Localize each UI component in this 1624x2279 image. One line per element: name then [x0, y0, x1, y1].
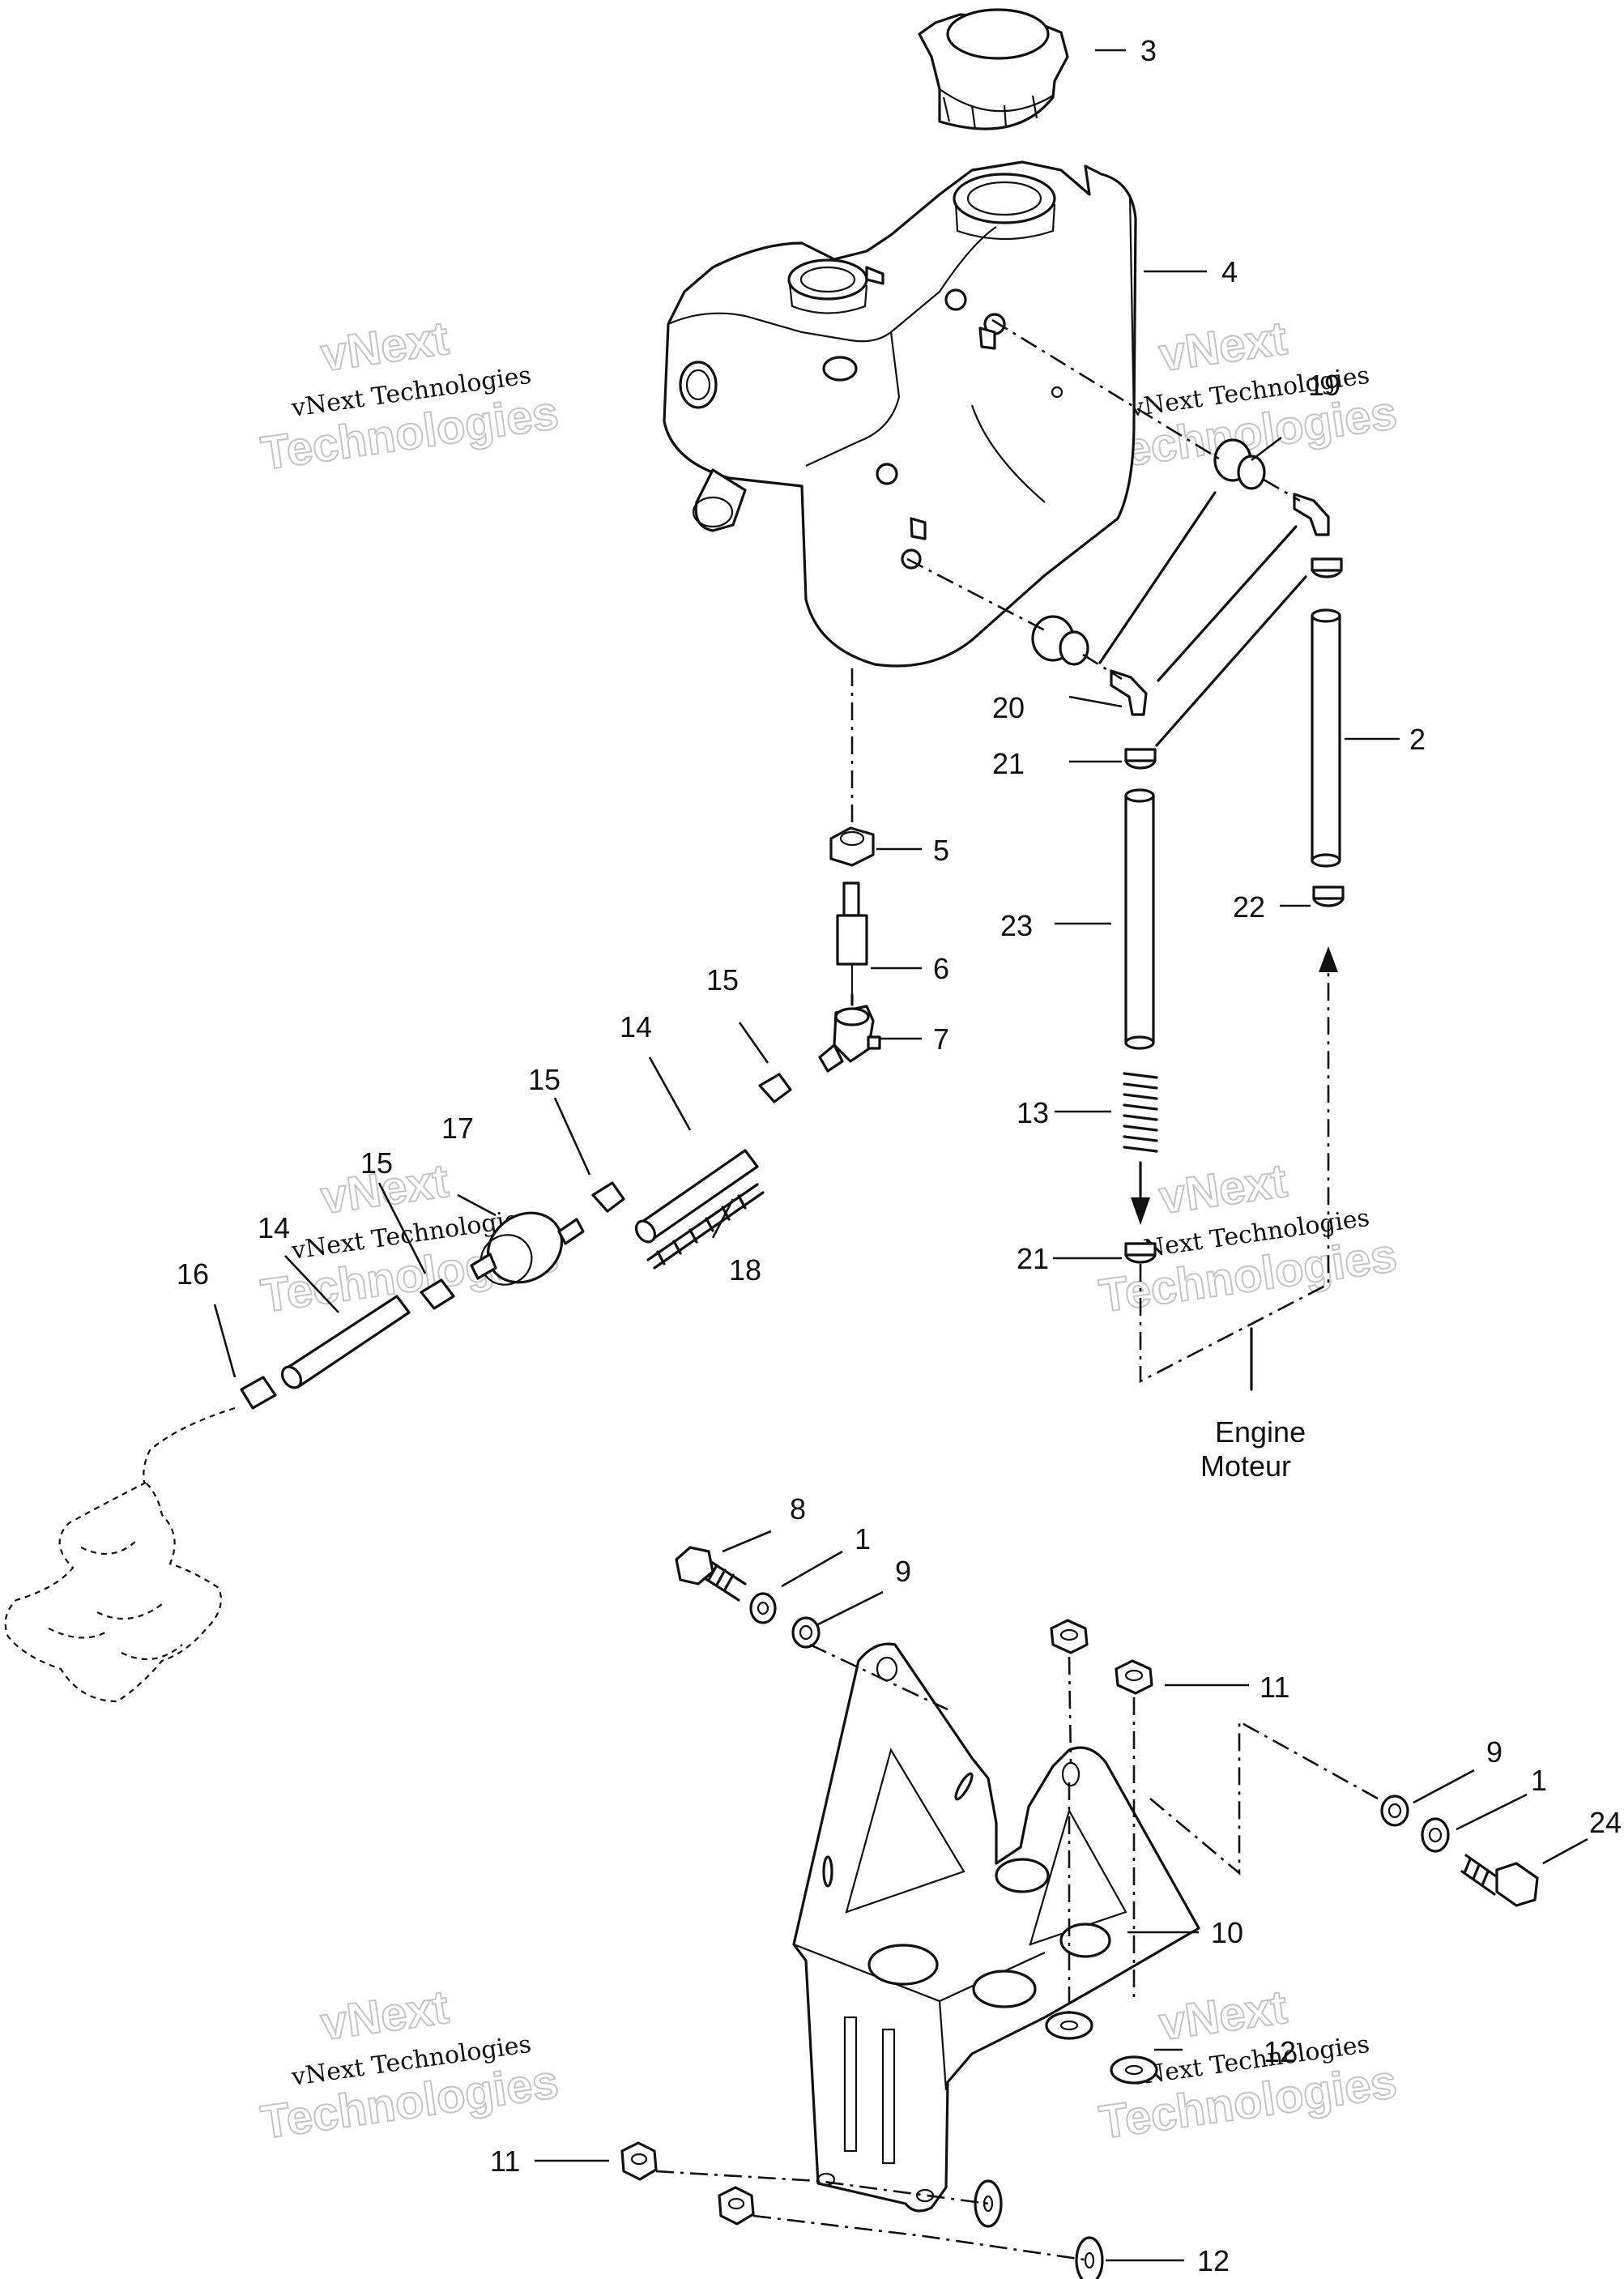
washer-9-right: [1380, 1795, 1409, 1827]
callout-11-bottom: 11: [490, 2145, 520, 2178]
nut-11-top-left: [1050, 1619, 1089, 1654]
washer-9-left: [791, 1616, 821, 1649]
hose-14-upper: [634, 1149, 759, 1244]
callout-16: 16: [177, 1257, 209, 1291]
callout-labels: 3 4 19 20 21 2 22 5 23 6 7 13 21 15 14 1…: [177, 34, 1622, 2277]
grommet-upper: [1213, 438, 1266, 490]
callout-15-right: 15: [706, 963, 739, 997]
callout-15-left: 15: [360, 1146, 393, 1180]
callout-6: 6: [933, 952, 949, 985]
callout-21-lower: 21: [1017, 1242, 1049, 1275]
callout-11-top: 11: [1260, 1671, 1289, 1704]
callout-24: 24: [1589, 1806, 1622, 1839]
callout-22: 22: [1233, 890, 1265, 924]
oil-filter-17: [470, 1211, 585, 1286]
tank-cap: [918, 8, 1069, 130]
hose-clamp-22: [1312, 886, 1345, 907]
hose-clamp-15-middle: [591, 1181, 625, 1213]
oil-tank: [663, 160, 1137, 668]
hose-clamp-21-upper: [1124, 748, 1157, 770]
nut-11-bottom-left: [620, 2141, 658, 2181]
hose-clamp-15-right: [758, 1073, 792, 1103]
callout-4: 4: [1221, 255, 1238, 288]
assembly-center-lines: [655, 318, 1386, 2262]
flow-arrow-upward: [1319, 946, 1338, 972]
elbow-fitting-upper: [1293, 493, 1330, 536]
callout-10: 10: [1211, 1916, 1243, 1949]
callout-21-upper: 21: [992, 747, 1025, 780]
nut-11-top-right: [1115, 1659, 1153, 1695]
callout-15-middle: 15: [528, 1063, 561, 1096]
hose-routing-lines: [850, 491, 1307, 1006]
elbow-fitting-lower: [1110, 669, 1148, 716]
watermark-vnext-large: vNext: [1156, 1154, 1289, 1224]
nut-11-bottom-right: [718, 2186, 755, 2226]
hose-clamp-16: [240, 1376, 277, 1410]
hose-23: [1124, 788, 1155, 1050]
callout-5: 5: [933, 834, 949, 867]
grommet-lower: [1031, 615, 1089, 666]
callout-14-upper: 14: [620, 1010, 652, 1043]
callout-7: 7: [933, 1022, 949, 1056]
callout-2: 2: [1409, 723, 1426, 756]
callout-20: 20: [992, 691, 1025, 724]
washer-12-lower-left: [974, 2179, 1003, 2228]
washer-12-lower-right: [1075, 2236, 1104, 2279]
callout-8: 8: [790, 1492, 806, 1526]
callout-12-upper: 12: [1264, 2035, 1296, 2068]
watermark-middle-right: vNext vNext Technologies Technologies: [1095, 1154, 1400, 1324]
callout-13: 13: [1017, 1096, 1049, 1129]
callout-9-left: 9: [895, 1555, 911, 1588]
oil-pump-phantom: [4, 1482, 222, 1703]
hose-clamp-upper-right: [1311, 557, 1343, 578]
callout-9-right: 9: [1486, 1735, 1503, 1769]
engine-label: Engine Moteur: [1200, 1415, 1306, 1483]
callout-1-left: 1: [855, 1522, 871, 1556]
callout-17: 17: [441, 1112, 474, 1145]
callout-23: 23: [1000, 909, 1033, 942]
engine-label-en: Engine: [1215, 1415, 1306, 1449]
flow-arrow-downward: [1131, 1161, 1150, 1225]
oil-line-to-pump: [143, 1406, 236, 1483]
watermark-bottom-left: vNext vNext Technologies Technologies: [257, 1980, 562, 2150]
callout-leaders: [213, 49, 1588, 2262]
hose-clamp-21-lower: [1124, 1242, 1157, 1264]
fitting-5: [829, 826, 875, 867]
callout-1-right: 1: [1531, 1764, 1547, 1797]
watermark-top-left: vNext vNext Technologies Technologies: [257, 311, 562, 481]
bolt-24: [1460, 1854, 1539, 1907]
watermark-vnext-large: vNext: [318, 312, 451, 382]
spring-13: [1123, 1072, 1158, 1153]
hose-2: [1311, 608, 1341, 868]
tee-fitting-7: [818, 1005, 881, 1073]
bolt-8: [675, 1546, 747, 1602]
callout-3: 3: [1140, 34, 1157, 67]
check-valve-6: [836, 881, 868, 995]
washer-1-right: [1421, 1817, 1450, 1853]
washer-12-upper-right: [1110, 2055, 1158, 2085]
callout-14-lower: 14: [258, 1211, 290, 1244]
hose-14-lower: [280, 1295, 411, 1389]
watermark-vnext-large: vNext: [318, 1981, 451, 2051]
callout-12-lower: 12: [1197, 2244, 1230, 2277]
callout-19: 19: [1308, 369, 1341, 402]
hose-clamp-15-left: [420, 1278, 455, 1310]
engine-label-fr: Moteur: [1200, 1449, 1291, 1483]
washer-1-left: [749, 1592, 777, 1624]
watermark-vnext-large: vNext: [1156, 312, 1289, 382]
callout-18: 18: [729, 1253, 761, 1287]
washer-12-upper-left: [1045, 2011, 1093, 2040]
